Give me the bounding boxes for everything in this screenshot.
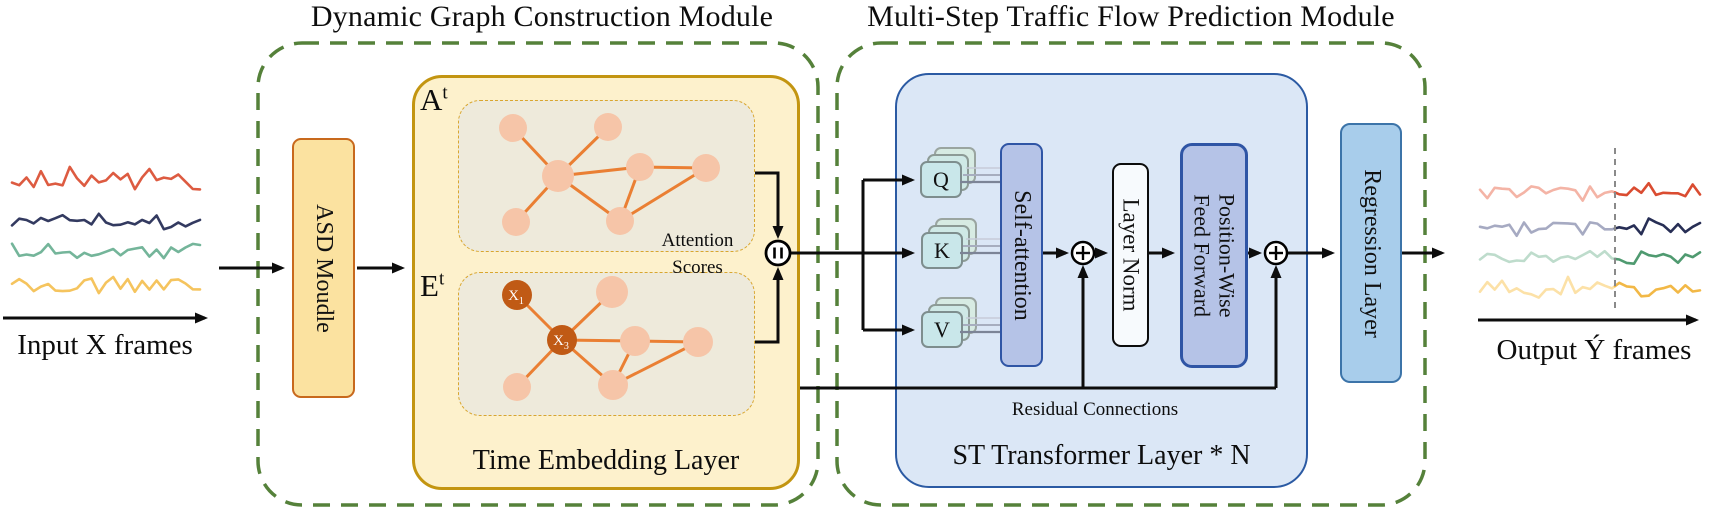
input-frames-label: Input X frames xyxy=(17,329,193,361)
key-label: K xyxy=(934,237,950,263)
adjacency-matrix-label: At xyxy=(420,82,448,117)
signal-line xyxy=(1613,181,1702,198)
flow-arrows xyxy=(3,171,1699,390)
module1-title: Dynamic Graph Construction Module xyxy=(310,0,774,33)
self-attention-label: Self-attention xyxy=(1009,189,1036,321)
regression-layer-label: Regression Layer xyxy=(1358,168,1385,338)
module2-title: Multi-Step Traffic Flow Prediction Modul… xyxy=(867,0,1395,33)
signal-line xyxy=(10,242,202,260)
signal-line xyxy=(1478,221,1617,238)
signal-line xyxy=(1478,275,1617,299)
output-signals xyxy=(1478,181,1702,299)
value-card-stack: V xyxy=(921,297,979,350)
signal-line xyxy=(1613,250,1702,266)
signal-line xyxy=(1613,281,1702,298)
value-label: V xyxy=(934,316,950,342)
embedding-matrix-label: Et xyxy=(420,268,445,303)
value-card: V xyxy=(921,311,963,348)
residual-connections-label: Residual Connections xyxy=(1011,399,1179,420)
regression-layer-box: Regression Layer xyxy=(1340,123,1402,383)
key-card-stack: K xyxy=(921,218,979,271)
signal-line xyxy=(1613,217,1702,236)
signal-line xyxy=(10,212,202,231)
layer-norm-box: Layer Norm xyxy=(1112,163,1149,347)
query-card-stack: Q xyxy=(920,147,978,200)
query-label: Q xyxy=(933,166,949,192)
signal-line xyxy=(1478,249,1617,264)
output-frames-label: Output Ý frames xyxy=(1496,334,1692,366)
self-attention-box: Self-attention xyxy=(1000,143,1043,367)
embedding-graph-panel xyxy=(458,272,755,416)
signal-line xyxy=(10,275,202,295)
query-card: Q xyxy=(920,161,962,198)
st-transformer-caption: ST Transformer Layer * N xyxy=(952,440,1251,471)
asd-module-box: ASD Moudle xyxy=(292,138,355,398)
layer-norm-label: Layer Norm xyxy=(1118,198,1144,312)
signal-line xyxy=(10,165,202,191)
input-signals xyxy=(10,165,202,295)
signal-line xyxy=(1478,185,1617,202)
time-embedding-caption: Time Embedding Layer xyxy=(472,445,740,476)
key-card: K xyxy=(921,232,963,269)
asd-module-label: ASD Moudle xyxy=(311,203,338,333)
